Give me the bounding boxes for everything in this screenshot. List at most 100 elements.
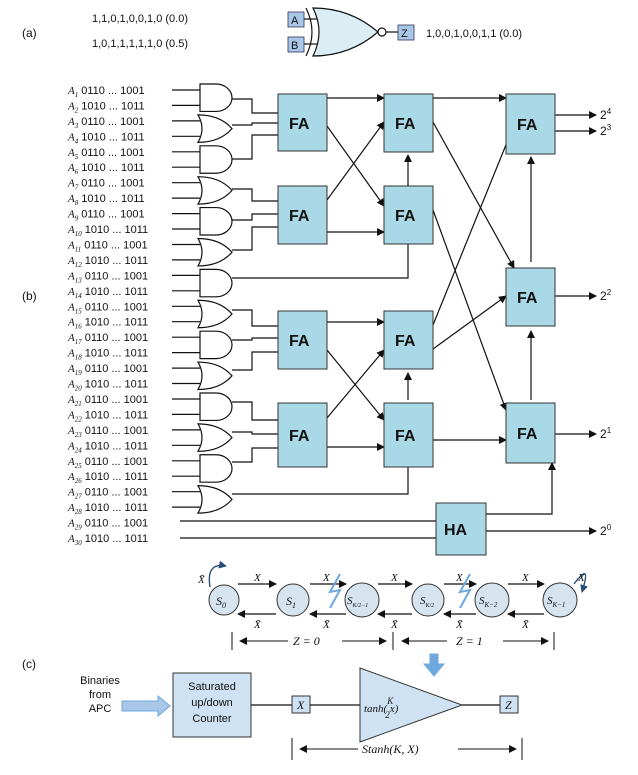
fa-box-c2-3 <box>383 310 434 370</box>
state-label-s1: S1 <box>286 594 296 610</box>
or-gate <box>196 114 233 143</box>
fa-boxes: FA FA FA FA FA FA FA FA FA FA FA HA <box>277 93 556 556</box>
fa-box-c3-1 <box>505 93 556 155</box>
fa-label-c2-3: FA <box>395 333 416 350</box>
fa-label-c1-2: FA <box>289 208 310 225</box>
ha-box <box>435 502 487 556</box>
x-label-2: X <box>322 572 331 584</box>
x-label-loop: X <box>577 572 586 584</box>
panel-label-a: (a) <box>22 26 37 40</box>
xnor-bubble <box>377 27 387 37</box>
counter-box <box>172 672 252 738</box>
ha-label: HA <box>444 522 468 539</box>
or-gate <box>196 299 233 329</box>
fa-label-c3-1: FA <box>517 117 538 134</box>
fa-label-c3-3: FA <box>517 426 538 443</box>
fa-box-c1-2 <box>277 185 328 245</box>
xbar-label-4: X̄ <box>455 619 464 631</box>
and-gate <box>199 145 233 174</box>
z0-label: Z = 0 <box>293 634 320 648</box>
state-label-sk-1: SK−1 <box>547 595 565 609</box>
xbar-label-loop: X̄ <box>197 574 206 586</box>
fa-box-c2-2 <box>383 185 434 245</box>
fa-label-c2-4: FA <box>395 428 416 445</box>
and-gate <box>199 330 233 360</box>
state-label-sk2: SK/2 <box>420 595 434 609</box>
fa-label-c2-2: FA <box>395 208 416 225</box>
and-gate <box>199 83 233 113</box>
and-gate <box>199 454 233 483</box>
stanh-label: Stanh(K, X) <box>362 742 419 756</box>
xbar-label-5: X̄ <box>521 619 530 631</box>
xnor-input-a-bits: 1,1,0,1,0,0,1,0 (0.0) <box>92 13 188 25</box>
fa-box-c2-1 <box>383 93 434 153</box>
z-box <box>499 695 519 714</box>
xnor-gate-back-arc <box>305 7 313 57</box>
fa-box-c1-1 <box>277 93 328 152</box>
xbar-label-2: X̄ <box>322 619 331 631</box>
x-label-5: X <box>521 572 530 584</box>
output-2-1: 21 <box>600 426 612 441</box>
lightning-1 <box>328 573 342 609</box>
fa-box-c3-2 <box>505 267 556 327</box>
apc-input-gates <box>196 83 233 514</box>
xbar-label-1: X̄ <box>253 619 262 631</box>
and-gate <box>199 392 233 422</box>
fa-label-c1-1: FA <box>289 116 310 133</box>
x-label-3: X <box>390 572 399 584</box>
or-gate <box>196 176 233 205</box>
panel-label-b: (b) <box>22 289 37 303</box>
fa-box-c1-3 <box>277 310 328 370</box>
or-gate <box>196 423 233 452</box>
state-label-sk-2: SK−2 <box>479 595 498 609</box>
state-s1 <box>276 583 310 617</box>
lightning-2 <box>458 573 472 609</box>
fa-label-c1-4: FA <box>289 428 310 445</box>
fa-box-c3-3 <box>505 402 556 464</box>
or-gate <box>196 361 233 391</box>
self-loop-s0 <box>208 560 227 588</box>
input-block-arrow <box>121 694 171 718</box>
x-box-label: X <box>296 698 305 712</box>
tanh-triangle <box>359 667 464 743</box>
xnor-gate <box>312 7 379 57</box>
apc-wires <box>180 94 597 539</box>
xnor-output-bits: 1,0,0,1,0,0,1,1 (0.0) <box>426 28 522 40</box>
state-s0 <box>208 584 240 616</box>
xnor-input-a-label: A <box>291 15 299 27</box>
z-box-label: Z <box>505 698 512 712</box>
xnor-section: 1,1,0,1,0,0,1,0 (0.0) 1,0,1,1,1,1,1,0 (0… <box>92 7 522 57</box>
state-label-s0: S0 <box>216 594 226 610</box>
and-gate <box>199 268 233 298</box>
x-label-4: X <box>455 572 464 584</box>
state-sk-2 <box>474 582 510 618</box>
output-2-4: 24 <box>600 107 612 122</box>
fsm-to-tanh-arrow <box>422 653 446 677</box>
or-gate <box>196 237 233 267</box>
z1-label: Z = 1 <box>456 634 483 648</box>
